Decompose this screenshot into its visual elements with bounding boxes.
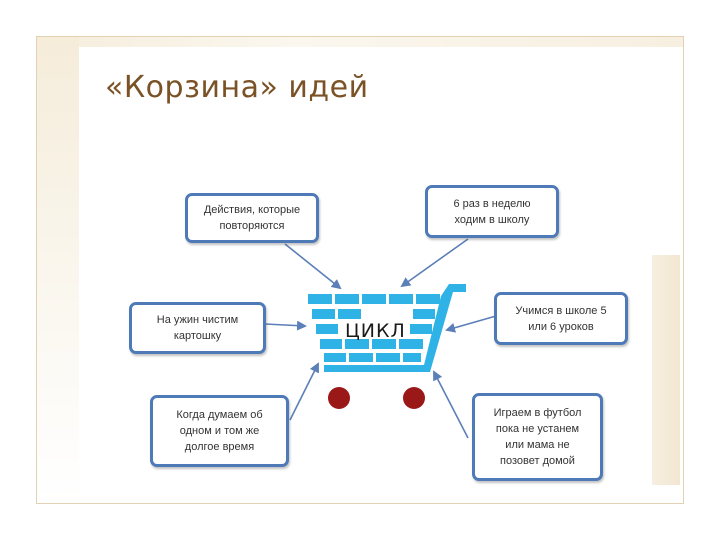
arrow-top-right <box>400 238 469 288</box>
idea-box-thinking: Когда думаем об одном и том же долгое вр… <box>150 395 289 467</box>
slide-title: «Корзина» идей <box>105 70 369 105</box>
cart-wheel-right <box>403 387 425 409</box>
cart-basket <box>308 294 440 362</box>
arrow-mid-right <box>445 315 497 333</box>
idea-box-repeating-actions: Действия, которые повторяются <box>185 193 319 243</box>
cycle-label: ЦИКЛ <box>345 320 406 342</box>
idea-box-lessons: Учимся в школе 5 или 6 уроков <box>494 292 628 345</box>
slide-frame <box>36 36 684 504</box>
idea-box-text: На ужин чистим картошку <box>156 314 239 342</box>
arrow-mid-left <box>264 320 307 331</box>
idea-box-text: Играем в футбол пока не устанем или мама… <box>493 407 582 467</box>
idea-box-football: Играем в футбол пока не устанем или мама… <box>472 393 603 481</box>
arrow-bottom-left <box>289 362 319 421</box>
decorative-left-band <box>37 37 79 503</box>
cart-wheel-left <box>328 387 350 409</box>
idea-box-text: 6 раз в неделю ходим в школу <box>453 197 531 226</box>
idea-box-school-week: 6 раз в неделю ходим в школу <box>425 185 559 238</box>
idea-box-potatoes: На ужин чистим картошку <box>129 302 266 354</box>
idea-box-text: Действия, которые повторяются <box>203 204 301 232</box>
idea-box-text: Когда думаем об одном и том же долгое вр… <box>176 409 263 453</box>
decorative-right-image <box>652 255 680 485</box>
idea-box-text: Учимся в школе 5 или 6 уроков <box>515 304 607 333</box>
decorative-top-band <box>37 37 683 47</box>
cart-handle <box>324 284 466 372</box>
arrow-top-left <box>284 243 342 290</box>
arrow-bottom-right <box>433 370 469 439</box>
shopping-cart-icon <box>308 284 466 372</box>
